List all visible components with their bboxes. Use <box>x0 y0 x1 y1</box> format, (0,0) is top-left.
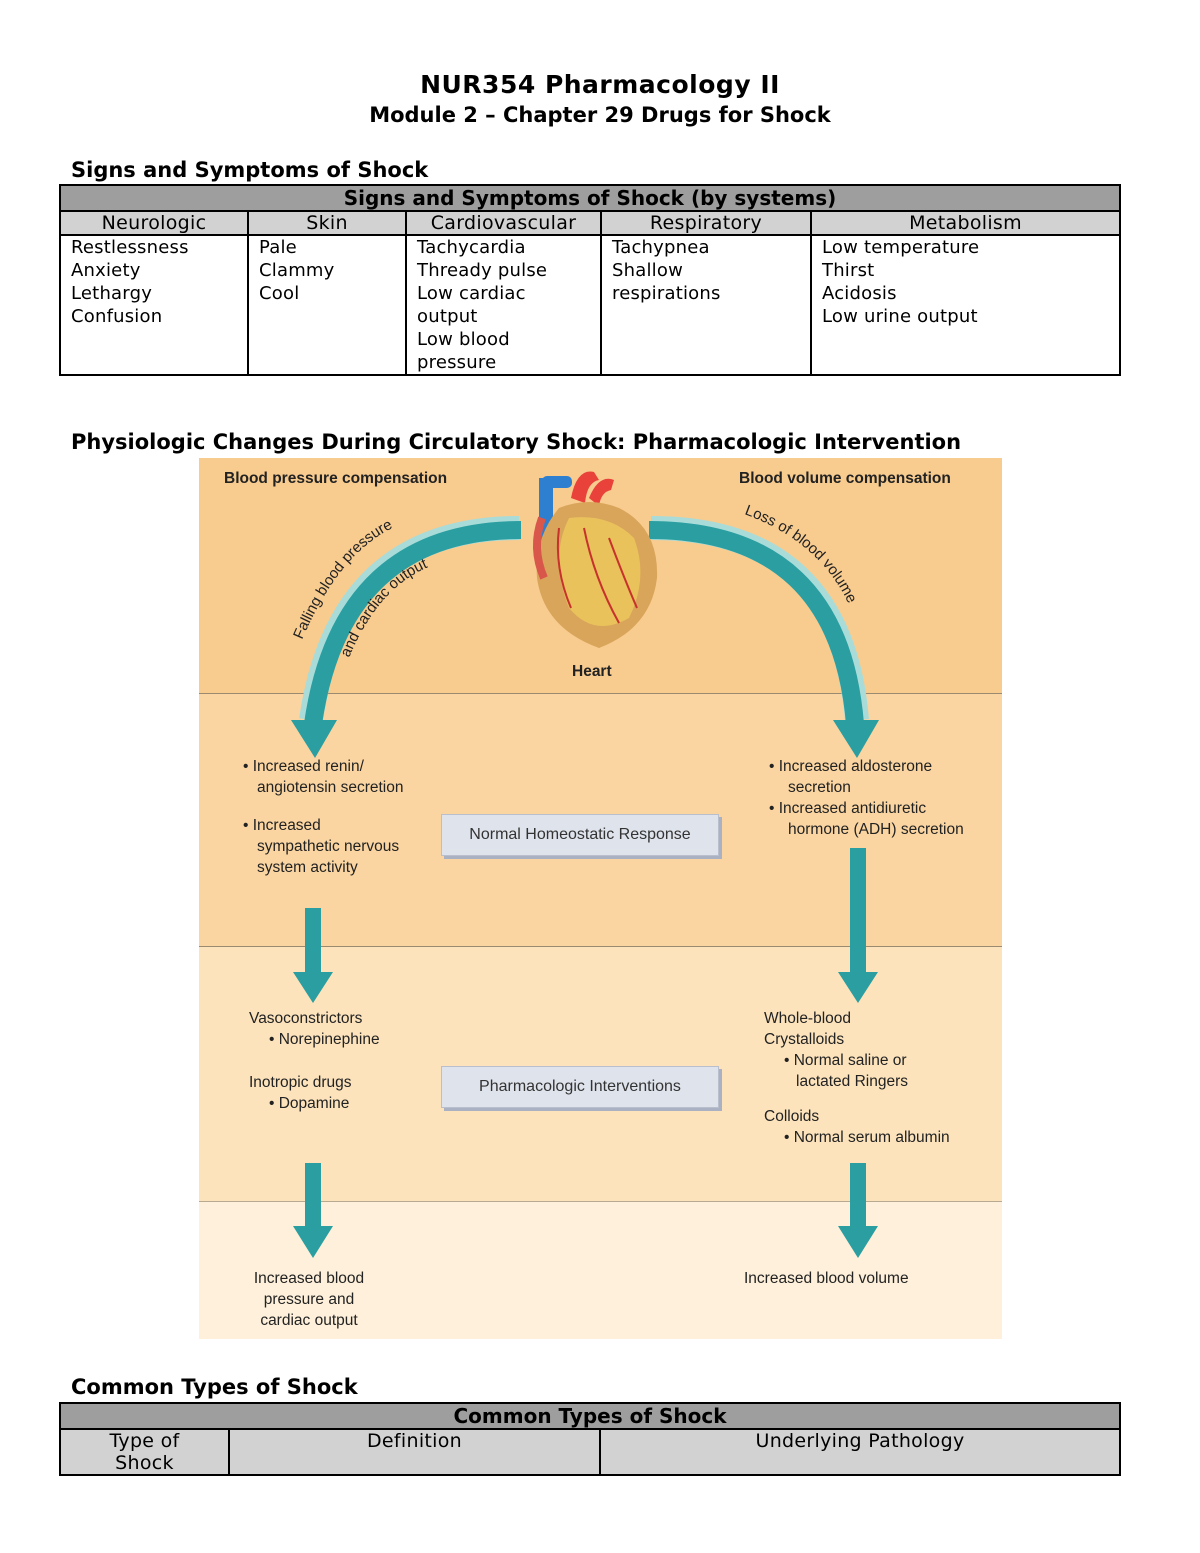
cell-line: pressure <box>417 352 497 373</box>
band-divider <box>199 693 1002 694</box>
right-curved-arrow <box>648 521 864 725</box>
heart-label: Heart <box>572 663 612 680</box>
cell-line: respirations <box>612 283 721 304</box>
col-header-cardiovascular: Cardiovascular <box>405 210 602 236</box>
cell-line: Clammy <box>259 260 335 281</box>
cell-line: Low urine output <box>822 306 978 327</box>
band-divider <box>199 1201 1002 1202</box>
text-line: Colloids <box>764 1108 820 1125</box>
right-outcome-text: Increased blood volume <box>744 1270 909 1287</box>
left-response-text: • Increased renin/ angiotensin secretion… <box>243 756 404 878</box>
right-interventions-text: Whole-blood Crystalloids • Normal saline… <box>764 1008 950 1148</box>
band-divider <box>199 946 1002 947</box>
text-line: • Increased aldosterone <box>769 758 933 775</box>
types-table-caption: Common Types of Shock <box>58 1402 1122 1430</box>
text-line: • Increased antidiuretic <box>769 800 927 817</box>
text-line: • Normal saline or <box>784 1052 907 1069</box>
normal-homeostatic-response-box: Normal Homeostatic Response <box>441 814 719 856</box>
text-line: Inotropic drugs <box>249 1074 352 1091</box>
cell-line: Thirst <box>822 260 875 281</box>
cell-line: Tachypnea <box>612 237 710 258</box>
cell-line: Cool <box>259 283 300 304</box>
text-line: • Norepinephine <box>269 1031 380 1048</box>
cell-line: Anxiety <box>71 260 141 281</box>
signs-table: Signs and Symptoms of Shock (by systems)… <box>59 184 1121 376</box>
left-outcome-text: Increased blood pressure and cardiac out… <box>239 1268 379 1331</box>
cell-line: Lethargy <box>71 283 153 304</box>
header-line: Shock <box>115 1452 174 1474</box>
cell-line: Low blood <box>417 329 510 350</box>
neurologic-cell: Restlessness Anxiety Lethargy Confusion <box>59 234 249 376</box>
types-table: Common Types of Shock Type of Shock Defi… <box>58 1402 1122 1476</box>
right-response-text: • Increased aldosterone secretion • Incr… <box>769 756 964 840</box>
cell-line: Acidosis <box>822 283 897 304</box>
signs-table-caption: Signs and Symptoms of Shock (by systems) <box>59 184 1121 212</box>
respiratory-cell: Tachypnea Shallow respirations <box>600 234 812 376</box>
left-panel-title: Blood pressure compensation <box>224 470 448 487</box>
col-header-underlying-pathology: Underlying Pathology <box>598 1428 1122 1476</box>
metabolism-cell: Low temperature Thirst Acidosis Low urin… <box>810 234 1121 376</box>
left-curved-arrow <box>304 521 522 726</box>
col-header-definition: Definition <box>228 1428 601 1476</box>
figure-band-outcome <box>199 1201 1002 1339</box>
text-line: • Increased renin/ <box>243 758 364 775</box>
text-line: secretion <box>788 779 851 796</box>
col-header-neurologic: Neurologic <box>59 210 249 236</box>
text-line: • Normal serum albumin <box>784 1129 950 1146</box>
left-interventions-text: Vasoconstrictors • Norepinephine Inotrop… <box>249 1008 380 1114</box>
cell-line: output <box>417 306 478 327</box>
cell-line: Thready pulse <box>417 260 548 281</box>
module-title: Module 2 – Chapter 29 Drugs for Shock <box>369 103 831 127</box>
heart-illustration <box>533 471 658 648</box>
cell-line: Confusion <box>71 306 163 327</box>
text-line: • Increased <box>243 817 321 834</box>
signs-section-heading: Signs and Symptoms of Shock <box>71 158 429 182</box>
types-section-heading: Common Types of Shock <box>71 1375 358 1399</box>
col-header-type-of-shock: Type of Shock <box>59 1428 230 1476</box>
down-arrow-left-1 <box>293 908 333 1003</box>
figure-arrows-and-heart: Falling blood pressure and cardiac outpu… <box>290 471 879 1258</box>
pharmacologic-interventions-box: Pharmacologic Interventions <box>441 1066 719 1108</box>
down-arrow-right-1 <box>838 848 878 1003</box>
text-line: sympathetic nervous <box>257 838 400 855</box>
cell-line: Low temperature <box>822 237 980 258</box>
text-line: Crystalloids <box>764 1031 845 1048</box>
cell-line: Restlessness <box>71 237 189 258</box>
text-line: • Dopamine <box>269 1095 350 1112</box>
col-header-metabolism: Metabolism <box>810 210 1121 236</box>
text-line: cardiac output <box>260 1312 358 1329</box>
course-title: NUR354 Pharmacology II <box>420 70 780 99</box>
shock-physiology-figure: Falling blood pressure and cardiac outpu… <box>199 458 1002 1339</box>
figure-section-heading: Physiologic Changes During Circulatory S… <box>71 430 962 454</box>
cardiovascular-cell: Tachycardia Thready pulse Low cardiac ou… <box>405 234 602 376</box>
text-line: Whole-blood <box>764 1010 852 1027</box>
header-line: Type of <box>109 1430 180 1452</box>
text-line: angiotensin secretion <box>257 779 404 796</box>
text-line: hormone (ADH) secretion <box>788 821 964 838</box>
text-line: lactated Ringers <box>796 1073 909 1090</box>
right-arrowhead <box>833 720 879 758</box>
right-panel-title: Blood volume compensation <box>739 470 951 487</box>
col-header-skin: Skin <box>247 210 407 236</box>
down-arrow-right-2 <box>838 1163 878 1258</box>
cell-line: Pale <box>259 237 297 258</box>
col-header-respiratory: Respiratory <box>600 210 812 236</box>
cell-line: Tachycardia <box>417 237 526 258</box>
cell-line: Low cardiac <box>417 283 526 304</box>
text-line: Increased blood <box>253 1270 365 1287</box>
text-line: system activity <box>257 859 358 876</box>
left-arrowhead <box>291 720 337 758</box>
cell-line: Shallow <box>612 260 684 281</box>
text-line: Vasoconstrictors <box>249 1010 363 1027</box>
down-arrow-left-2 <box>293 1163 333 1258</box>
text-line: pressure and <box>263 1291 355 1308</box>
skin-cell: Pale Clammy Cool <box>247 234 407 376</box>
